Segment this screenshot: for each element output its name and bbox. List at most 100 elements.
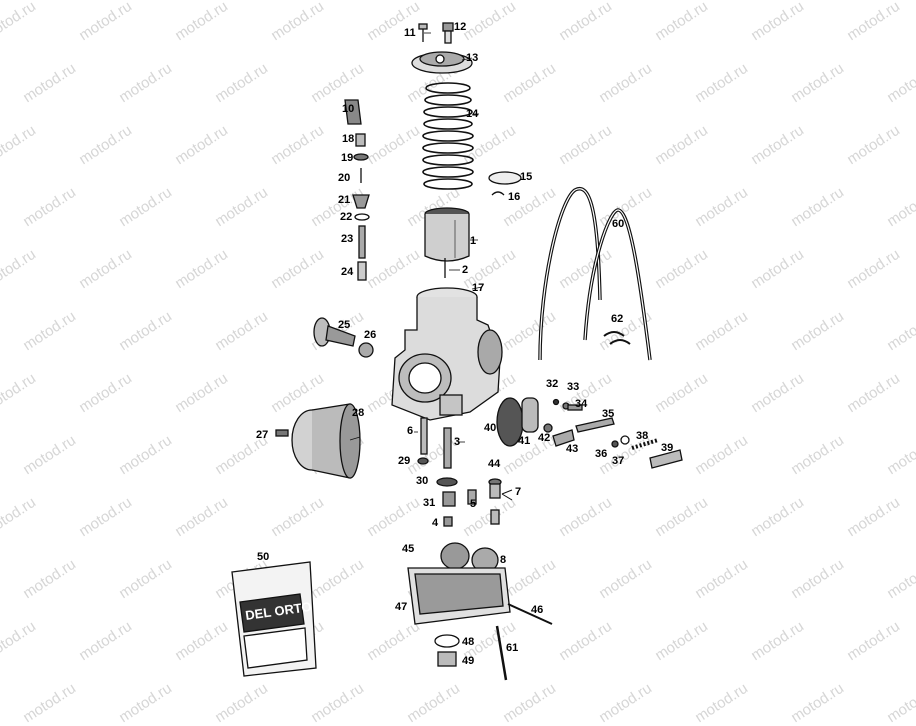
part-6	[420, 417, 428, 455]
part-34	[567, 404, 583, 411]
part-throttle-slide-1	[424, 207, 470, 262]
part-7	[490, 509, 500, 525]
callout-43: 43	[566, 443, 579, 455]
callout-33: 33	[567, 381, 580, 393]
part-carburetor-body-17	[391, 287, 503, 421]
callout-6: 6	[407, 425, 414, 437]
part-46	[507, 603, 553, 625]
part-21	[352, 194, 370, 209]
part-24	[357, 261, 367, 281]
callout-41: 41	[518, 435, 531, 447]
callout-25: 25	[338, 319, 351, 331]
part-5	[467, 489, 477, 505]
part-35	[575, 417, 615, 433]
callout-29: 29	[398, 455, 411, 467]
part-42	[543, 423, 553, 433]
part-43	[552, 429, 575, 447]
callout-20: 20	[338, 172, 351, 184]
callout-61: 61	[506, 642, 519, 654]
part-49	[437, 651, 457, 667]
part-clips-62	[603, 331, 631, 345]
part-bellmouth-28	[291, 403, 361, 479]
part-32	[552, 398, 560, 406]
part-38	[631, 438, 659, 450]
part-hoses-60	[538, 187, 652, 361]
part-44	[488, 478, 502, 499]
part-screw-11	[418, 23, 428, 42]
part-48	[434, 634, 460, 648]
part-31	[442, 491, 456, 507]
part-plate-15	[488, 171, 522, 185]
callout-17: 17	[472, 282, 485, 294]
callout-4: 4	[432, 517, 439, 529]
part-spring-14	[422, 82, 474, 190]
callout-42: 42	[538, 432, 551, 444]
callout-1: 1	[470, 235, 477, 247]
callout-22: 22	[340, 211, 353, 223]
callout-38: 38	[636, 430, 649, 442]
callout-60: 60	[612, 218, 625, 230]
part-41	[521, 397, 539, 433]
part-adjuster-12	[442, 22, 454, 44]
part-26	[358, 342, 374, 358]
part-36	[611, 440, 619, 448]
callout-30: 30	[416, 475, 429, 487]
callout-45: 45	[402, 543, 415, 555]
part-float-bowl-47	[407, 567, 511, 625]
part-18	[355, 133, 366, 147]
callout-50: 50	[257, 551, 270, 563]
callout-31: 31	[423, 497, 436, 509]
part-23	[358, 225, 366, 259]
part-37	[620, 435, 630, 445]
part-4	[443, 516, 453, 527]
callout-5: 5	[470, 498, 477, 510]
callout-27: 27	[256, 429, 269, 441]
part-30	[436, 477, 458, 487]
callout-12: 12	[454, 21, 467, 33]
part-19	[353, 153, 369, 161]
callout-8: 8	[500, 554, 507, 566]
callout-24: 24	[341, 266, 354, 278]
callout-2: 2	[462, 264, 469, 276]
part-top-cap-13	[411, 51, 473, 74]
part-clip-16	[491, 191, 505, 196]
part-25	[313, 317, 356, 347]
callout-37: 37	[612, 455, 625, 467]
callout-49: 49	[462, 655, 475, 667]
callout-48: 48	[462, 636, 475, 648]
callout-16: 16	[508, 191, 521, 203]
diagram-drawing: DEL ORTO	[231, 22, 683, 681]
callout-14: 14	[466, 108, 479, 120]
callout-10: 10	[342, 103, 355, 115]
callout-40: 40	[484, 422, 497, 434]
callout-3: 3	[454, 436, 461, 448]
callout-39: 39	[661, 442, 674, 454]
callout-32: 32	[546, 378, 559, 390]
part-3	[443, 427, 452, 469]
callout-36: 36	[595, 448, 608, 460]
callout-62: 62	[611, 313, 624, 325]
callout-18: 18	[342, 133, 355, 145]
callout-11: 11	[404, 27, 416, 39]
callout-21: 21	[338, 194, 351, 206]
callout-7: 7	[515, 486, 522, 498]
callout-35: 35	[602, 408, 615, 420]
callout-28: 28	[352, 407, 365, 419]
callout-23: 23	[341, 233, 354, 245]
callout-46: 46	[531, 604, 544, 616]
part-61	[495, 625, 508, 681]
callout-19: 19	[341, 152, 354, 164]
callout-34: 34	[575, 398, 588, 410]
part-bag-50	[231, 561, 317, 677]
part-float-45-8	[440, 542, 499, 573]
part-22	[354, 213, 370, 221]
callout-44: 44	[488, 458, 501, 470]
part-27	[275, 429, 289, 437]
part-39	[649, 449, 683, 469]
part-29	[417, 457, 429, 465]
callout-15: 15	[520, 171, 533, 183]
part-10	[344, 99, 362, 125]
callout-47: 47	[395, 601, 408, 613]
callout-13: 13	[466, 52, 479, 64]
